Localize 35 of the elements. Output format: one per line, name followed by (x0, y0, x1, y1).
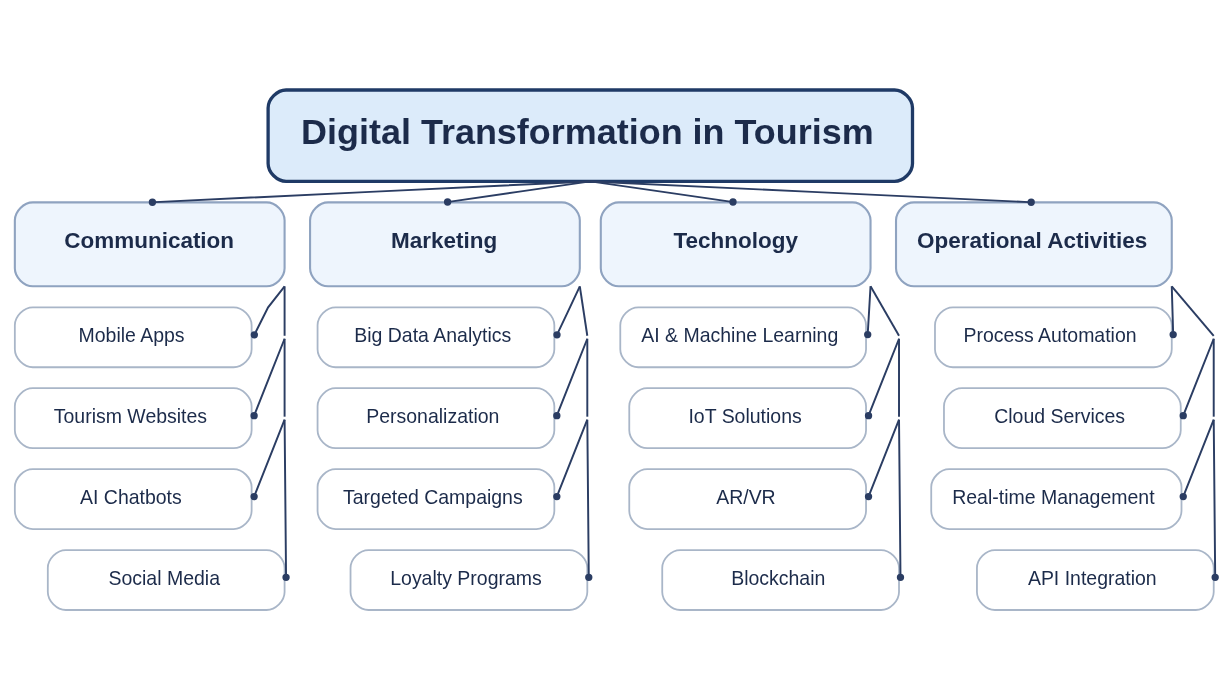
node-box: API Integration (976, 548, 1215, 611)
node-box: Social Media (46, 548, 286, 611)
node-box: Big Data Analytics (316, 305, 556, 368)
node-box: IoT Solutions (628, 386, 867, 449)
connector (1169, 284, 1177, 338)
node-box: AI & Machine Learning (619, 305, 867, 368)
node-box: AR/VR (628, 467, 867, 530)
connector (250, 284, 286, 419)
connector (250, 337, 286, 500)
node-box: Digital Transformation in Tourism (266, 87, 915, 183)
connector (1211, 418, 1219, 581)
connector (553, 284, 581, 338)
node-box: Targeted Campaigns (316, 467, 556, 530)
node-box: Technology (599, 200, 872, 287)
connector (896, 418, 905, 581)
connector (1170, 284, 1215, 419)
node-box: Marketing (309, 200, 581, 287)
node-box: Real-time Management (930, 467, 1183, 530)
node-box: Loyalty Programs (349, 548, 589, 611)
connector (1179, 337, 1215, 500)
node-box: Tourism Websites (13, 386, 253, 449)
connector (553, 284, 589, 419)
connector (864, 284, 872, 338)
connector (585, 418, 593, 581)
connector (282, 418, 290, 581)
node-box: AI Chatbots (13, 467, 253, 530)
connector (250, 284, 286, 339)
node-box: Blockchain (661, 548, 900, 611)
node-box: Process Automation (934, 305, 1173, 368)
connector (553, 337, 589, 500)
connector (864, 337, 900, 500)
node-box: Cloud Services (943, 386, 1182, 449)
node-box: Personalization (316, 386, 556, 449)
connector (864, 284, 900, 419)
node-box: Mobile Apps (13, 305, 253, 368)
